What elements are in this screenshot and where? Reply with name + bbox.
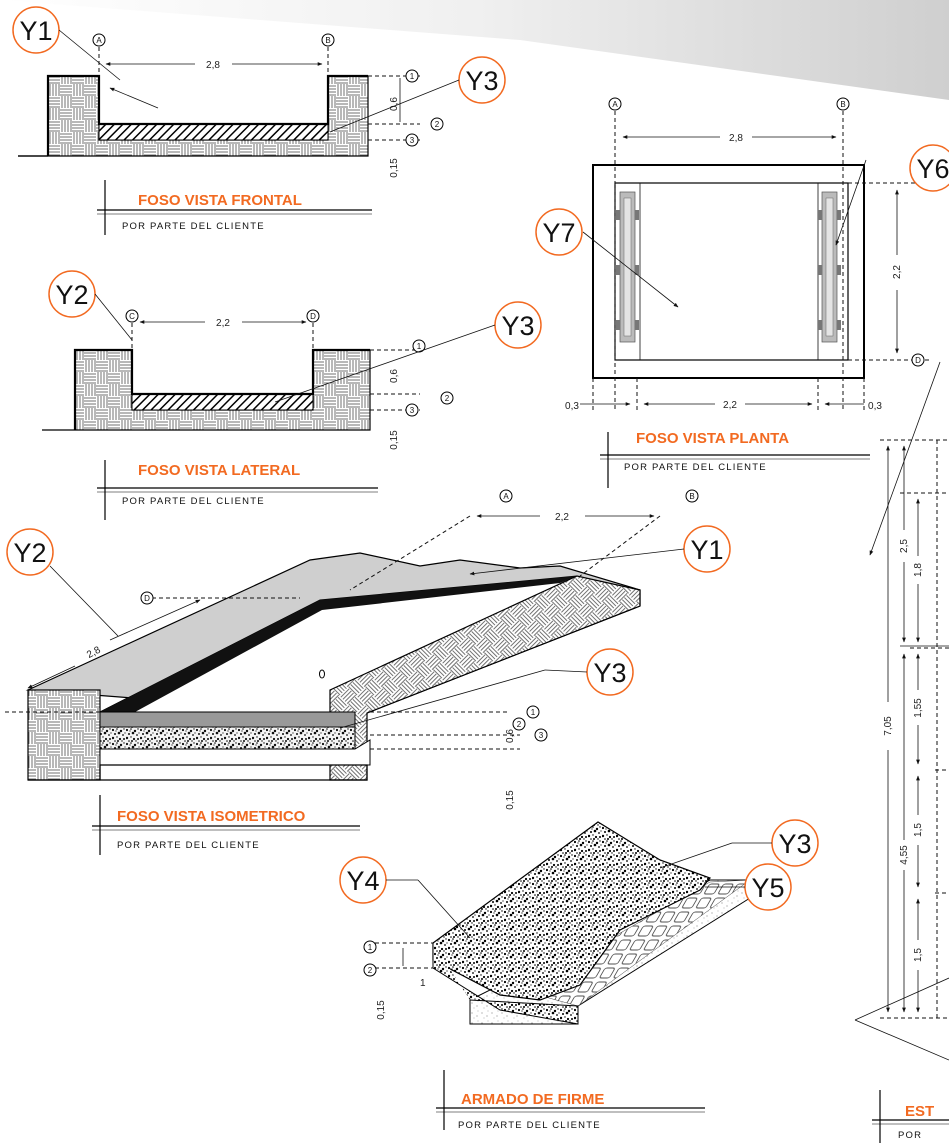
frontal-view: 2,8 0,6 0,15 A B 1 2 3 FOSO VISTA FRONTA… bbox=[18, 33, 444, 235]
grid-marker-d: D bbox=[310, 312, 316, 321]
armado-base-dim: 0,15 bbox=[376, 1000, 387, 1020]
grid-marker-c: C bbox=[129, 312, 135, 321]
lateral-title: FOSO VISTA LATERAL bbox=[138, 462, 300, 479]
callout-y5-armado: Y5 bbox=[751, 873, 784, 903]
planta-left-dim: 0,3 bbox=[565, 401, 579, 412]
planta-title: FOSO VISTA PLANTA bbox=[636, 430, 789, 447]
planta-subtitle: POR PARTE DEL CLIENTE bbox=[624, 462, 767, 473]
level-marker-2b: 2 bbox=[445, 394, 450, 403]
lateral-depth-dim: 0,6 bbox=[389, 369, 400, 383]
planta-right-dim: 0,3 bbox=[868, 401, 882, 412]
est-subtitle: POR bbox=[898, 1130, 922, 1141]
armado-subtitle: POR PARTE DEL CLIENTE bbox=[458, 1120, 601, 1131]
grid-marker-a-iso: A bbox=[503, 492, 509, 501]
iso-depth-dim: 0,6 bbox=[505, 729, 516, 743]
planta-width-dim: 2,8 bbox=[729, 133, 743, 144]
armado-one-dim: 1 bbox=[420, 978, 426, 989]
level-marker-3-iso: 3 bbox=[539, 731, 544, 740]
callout-y7-planta: Y7 bbox=[542, 218, 575, 248]
frontal-base-dim: 0,15 bbox=[389, 158, 400, 178]
level-marker-2-iso: 2 bbox=[517, 720, 522, 729]
frontal-subtitle: POR PARTE DEL CLIENTE bbox=[122, 221, 265, 232]
callouts: Y1 Y3 Y2 Y3 Y7 Y6 Y2 Y1 Y3 Y3 bbox=[6, 6, 949, 939]
level-marker-3b: 3 bbox=[410, 406, 415, 415]
level-marker-2-armado: 2 bbox=[368, 966, 373, 975]
est-a-dim: 2,5 bbox=[899, 539, 910, 553]
level-marker-2: 2 bbox=[435, 120, 440, 129]
callout-y2-iso: Y2 bbox=[13, 538, 46, 568]
callout-y4-armado: Y4 bbox=[346, 866, 379, 896]
callout-y3-armado: Y3 bbox=[778, 829, 811, 859]
est-c-dim: 1,55 bbox=[913, 698, 924, 718]
callout-y3-iso: Y3 bbox=[593, 658, 626, 688]
callout-y2-lateral: Y2 bbox=[55, 280, 88, 310]
level-marker-3: 3 bbox=[410, 136, 415, 145]
lateral-subtitle: POR PARTE DEL CLIENTE bbox=[122, 496, 265, 507]
grid-marker-d-plan: D bbox=[915, 356, 921, 365]
frontal-depth-dim: 0,6 bbox=[389, 97, 400, 111]
planta-view: 2,8 2,2 0,3 2,2 0,3 A B C D FOSO VISTA P… bbox=[565, 97, 931, 488]
grid-marker-a-plan: A bbox=[612, 100, 618, 109]
frontal-title: FOSO VISTA FRONTAL bbox=[138, 192, 302, 209]
grid-marker-a: A bbox=[96, 36, 102, 45]
iso-subtitle: POR PARTE DEL CLIENTE bbox=[117, 840, 260, 851]
iso-width-dim: 2,2 bbox=[555, 512, 569, 523]
rail-right bbox=[818, 191, 841, 343]
callout-y1-iso: Y1 bbox=[690, 535, 723, 565]
est-total-dim: 7,05 bbox=[883, 716, 894, 736]
callout-y3-frontal: Y3 bbox=[465, 66, 498, 96]
level-marker-1b: 1 bbox=[417, 342, 422, 351]
armado-view: 1 0,15 1 2 ARMADO DE FIRME POR PARTE DEL… bbox=[363, 821, 751, 1131]
lateral-width-dim: 2,2 bbox=[216, 318, 230, 329]
est-b-dim: 1,8 bbox=[913, 563, 924, 577]
est-e-dim: 1,5 bbox=[913, 823, 924, 837]
grid-marker-b-plan: B bbox=[840, 100, 845, 109]
est-d-dim: 4,55 bbox=[899, 845, 910, 865]
grid-marker-d-iso: D bbox=[144, 594, 150, 603]
iso-title: FOSO VISTA ISOMETRICO bbox=[117, 808, 306, 825]
planta-inner-dim: 2,2 bbox=[723, 400, 737, 411]
callout-y1-frontal: Y1 bbox=[19, 16, 52, 46]
grid-marker-b-iso: B bbox=[689, 492, 694, 501]
iso-base-dim: 0,15 bbox=[505, 790, 516, 810]
level-marker-1-armado: 1 bbox=[368, 943, 373, 952]
level-marker-1-iso: 1 bbox=[531, 708, 536, 717]
est-f-dim: 1,5 bbox=[913, 948, 924, 962]
header-band bbox=[0, 0, 949, 100]
lateral-base-dim: 0,15 bbox=[389, 430, 400, 450]
lateral-view: 2,2 0,6 0,15 C D 1 2 3 FOSO VISTA LATERA… bbox=[42, 309, 454, 520]
grid-marker-b: B bbox=[325, 36, 330, 45]
callout-y6-planta: Y6 bbox=[916, 154, 949, 184]
estructura-view: 7,05 2,5 1,8 1,55 4,55 1,5 1,5 EST POR bbox=[854, 361, 949, 1143]
isometric-view: 2,2 2,8 0,6 0,15 A B D 1 2 3 FOSO VISTA … bbox=[5, 489, 699, 855]
planta-height-dim: 2,2 bbox=[892, 265, 903, 279]
level-marker-1: 1 bbox=[410, 72, 415, 81]
armado-title: ARMADO DE FIRME bbox=[461, 1091, 604, 1108]
callout-y3-lateral: Y3 bbox=[501, 311, 534, 341]
frontal-width-dim: 2,8 bbox=[206, 60, 220, 71]
est-title: EST bbox=[905, 1103, 934, 1120]
